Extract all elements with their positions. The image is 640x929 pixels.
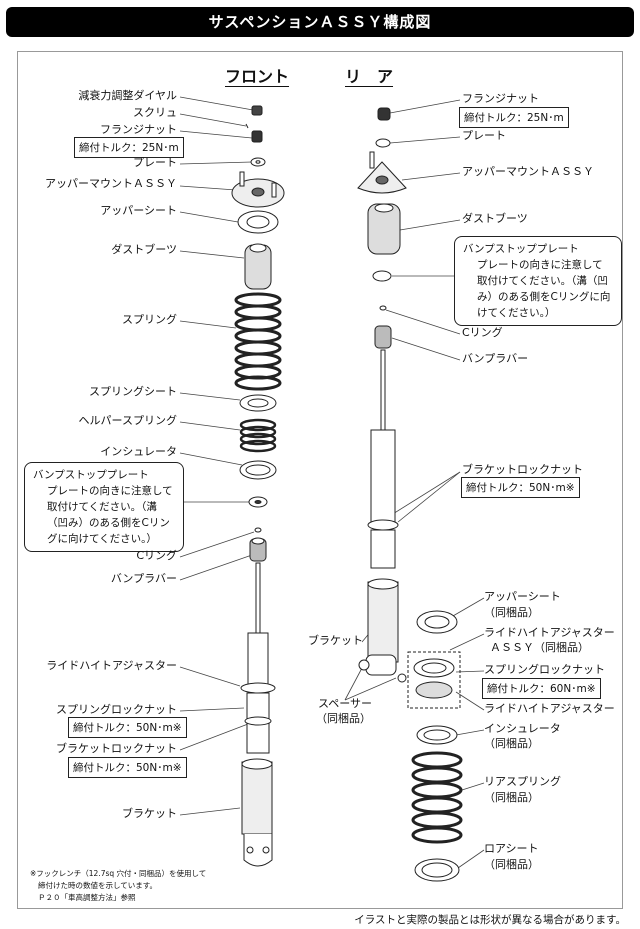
rear-lower-seat-note: （同梱品） <box>484 858 539 871</box>
rear-bump-rubber-label: バンプラバー <box>462 352 529 365</box>
front-spring <box>234 292 282 391</box>
front-bracket-lock-nut-label: ブラケットロックナット <box>56 742 177 755</box>
rear-upper-seat-label: アッパーシート <box>484 590 561 603</box>
front-plate <box>250 157 266 167</box>
front-bump-stop-plate <box>248 496 268 508</box>
front-upper-mount-label: アッパーマウントＡＳＳＹ <box>45 177 177 190</box>
rear-bracket-label: ブラケット <box>308 634 363 647</box>
rear-flange-nut-torque: 締付トルク：25N･m <box>459 107 569 128</box>
rear-bump-rubber <box>374 325 392 349</box>
front-c-ring <box>254 527 262 533</box>
rear-plate <box>375 138 391 148</box>
front-c-ring-label: Cリング <box>136 549 177 562</box>
rear-flange-nut <box>377 107 391 121</box>
rear-damper <box>367 349 399 569</box>
front-flange-nut <box>251 130 263 143</box>
footnote-line: 締付けた時の数値を示しています。 <box>38 881 158 890</box>
rear-upper-seat <box>416 610 458 634</box>
rear-spacer-note: （同梱品） <box>316 712 371 725</box>
front-bump-stop-plate-callout: バンプストッププレート プレートの向きに注意して取付けてください。（溝（凹み）の… <box>24 462 184 552</box>
diagram-frame <box>17 51 623 909</box>
rear-ride-height-adjuster <box>415 681 453 699</box>
rear-bracket-lock-nut-label: ブラケットロックナット <box>462 463 583 476</box>
rear-plate-label: プレート <box>462 129 506 142</box>
front-spring-lock-nut-label: スプリングロックナット <box>56 703 177 716</box>
front-spring-lock-nut-torque: 締付トルク：50N･m※ <box>68 717 187 738</box>
leader-lines <box>179 96 485 869</box>
rear-ride-height-adjuster-assy <box>407 651 461 709</box>
front-flange-nut-label: フランジナット <box>100 123 177 136</box>
rear-dust-boot <box>367 203 401 255</box>
front-dust-boot <box>244 243 272 290</box>
footnote: ※フックレンチ（12.7sq 穴付・同梱品）を使用して 締付けた時の数値を示して… <box>30 868 206 904</box>
disclaimer: イラストと実際の製品とは形状が異なる場合があります。 <box>354 914 626 926</box>
front-damping-dial <box>251 105 263 116</box>
front-helper-spring <box>239 418 277 453</box>
front-ride-height-adjuster-label: ライドハイトアジャスター <box>46 659 177 672</box>
footnote-line: ※フックレンチ（12.7sq 穴付・同梱品）を使用して <box>30 869 207 878</box>
front-insulator <box>239 460 277 480</box>
front-flange-nut-torque: 締付トルク：25N･m <box>74 137 184 158</box>
rear-upper-seat-note: （同梱品） <box>484 606 539 619</box>
rear-spacer-label: スペーサー <box>318 697 373 710</box>
front-bump-rubber-label: バンプラバー <box>110 572 177 585</box>
front-bump-rubber <box>249 537 267 562</box>
rear-dust-boot-label: ダストブーツ <box>462 212 528 225</box>
page-title: サスペンションＡＳＳＹ構成図 <box>6 7 634 37</box>
front-upper-seat <box>237 210 279 234</box>
rear-c-ring-label: Cリング <box>462 326 503 339</box>
rear-spring-lock-nut <box>413 658 455 678</box>
rear-bump-stop-plate <box>372 270 392 282</box>
rear-bump-stop-plate-callout: バンプストッププレート プレートの向きに注意して取付けてください。（溝（凹み）の… <box>454 236 622 326</box>
rear-bracket-lock-nut-torque: 締付トルク：50N･m※ <box>461 477 580 498</box>
front-spring-seat-label: スプリングシート <box>89 385 177 398</box>
rear-c-ring <box>379 305 387 311</box>
callout-body: プレートの向きに注意して取付けてください。（溝（凹み）のある側をCリングに向けて… <box>477 259 611 319</box>
front-screw-label: スクリュ <box>133 106 177 119</box>
rear-lower-seat-label: ロアシート <box>484 842 539 855</box>
front-screw <box>245 123 249 129</box>
front-upper-mount <box>231 171 285 208</box>
front-bracket-label: ブラケット <box>122 807 177 820</box>
rear-insulator-note: （同梱品） <box>484 737 539 750</box>
rear-lower-seat <box>414 858 460 882</box>
front-plate-label: プレート <box>133 156 177 169</box>
rear-ride-height-adjuster-assy-label: ライドハイトアジャスター <box>484 626 615 639</box>
rear-upper-mount <box>357 151 407 194</box>
rear-flange-nut-label: フランジナット <box>462 92 539 105</box>
footnote-line: Ｐ２０「車高調整方法」参照 <box>38 893 136 902</box>
rear-spring-label: リアスプリング <box>484 775 561 788</box>
front-damper <box>240 562 276 754</box>
rear-spring-note: （同梱品） <box>484 791 539 804</box>
callout-title: バンプストッププレート <box>463 243 579 255</box>
rear-header: リ ア <box>345 67 394 86</box>
rear-bracket <box>358 578 407 683</box>
front-bracket-lock-nut-torque: 締付トルク：50N･m※ <box>68 757 187 778</box>
front-spring-label: スプリング <box>122 313 177 326</box>
front-dust-boot-label: ダストブーツ <box>111 243 177 256</box>
rear-spring-lock-nut-label: スプリングロックナット <box>484 663 605 676</box>
front-upper-seat-label: アッパーシート <box>100 204 177 217</box>
callout-title: バンプストッププレート <box>33 469 149 481</box>
front-spring-seat <box>239 394 277 412</box>
rear-spring-lock-nut-torque: 締付トルク：60N･m※ <box>482 678 601 699</box>
callout-body: プレートの向きに注意して取付けてください。（溝（凹み）のある側をCリングに向けて… <box>47 485 173 545</box>
front-helper-spring-label: ヘルパースプリング <box>78 414 177 427</box>
rear-ride-height-adjuster-label: ライドハイトアジャスター <box>484 702 615 715</box>
rear-upper-mount-label: アッパーマウントＡＳＳＹ <box>462 165 594 178</box>
rear-ride-height-adjuster-assy-note: ＡＳＳＹ（同梱品） <box>490 641 589 654</box>
front-header: フロント <box>225 67 290 86</box>
front-bracket <box>241 758 273 867</box>
rear-insulator-label: インシュレータ <box>484 722 561 735</box>
rear-spring <box>411 751 463 844</box>
front-insulator-label: インシュレータ <box>100 445 177 458</box>
front-damping-dial-label: 減衰力調整ダイヤル <box>78 89 177 102</box>
rear-insulator <box>416 725 458 745</box>
